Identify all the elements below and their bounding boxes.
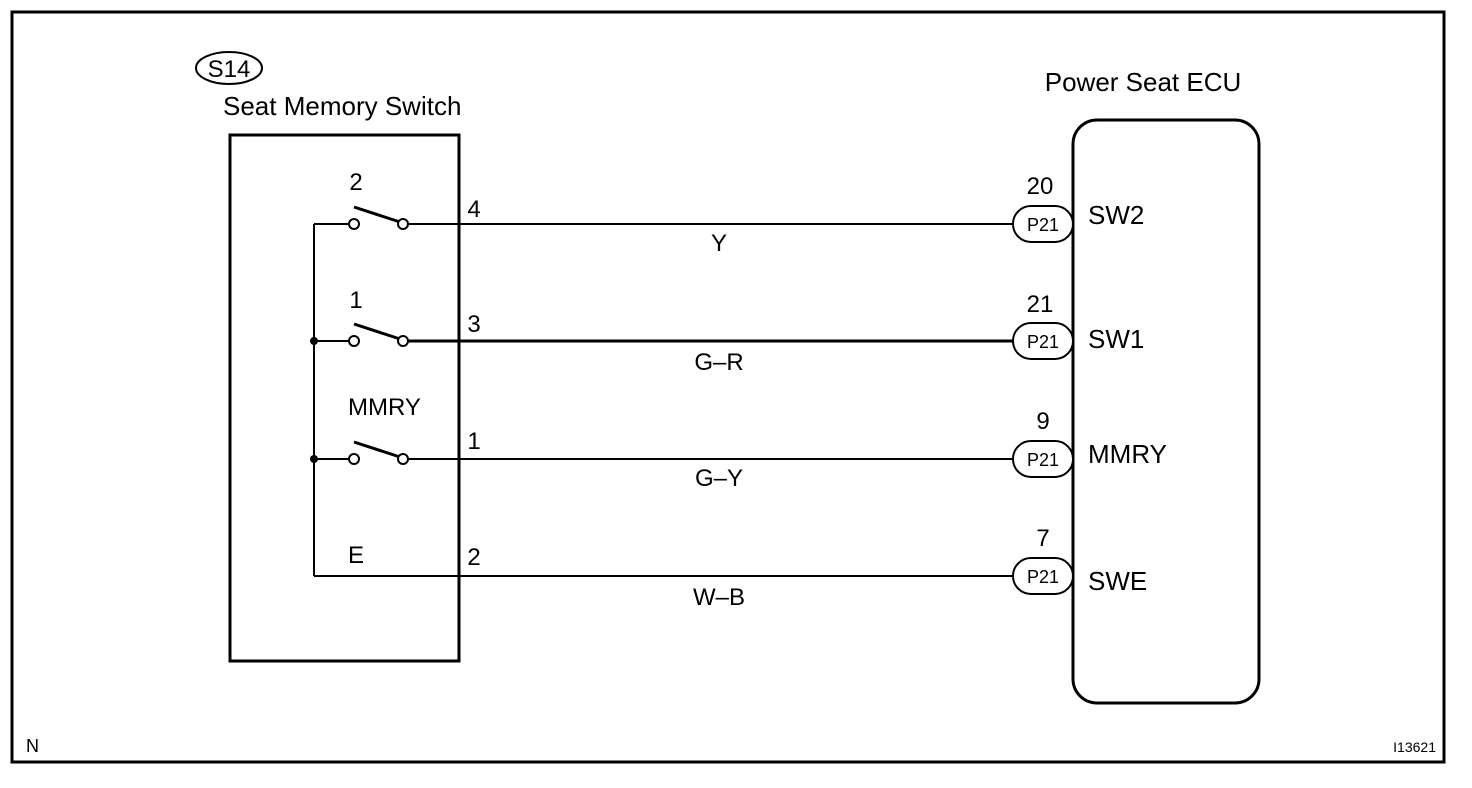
wire-color-label: W–B xyxy=(693,584,745,611)
ecu-pin-number: 9 xyxy=(1036,408,1049,435)
ecu-terminal-label: SW2 xyxy=(1088,200,1144,230)
switch-contact xyxy=(348,218,360,230)
switch-contact xyxy=(397,335,409,347)
connector-badge xyxy=(1012,557,1074,595)
ecu-component-box xyxy=(1071,118,1261,705)
footer-left-code: N xyxy=(26,736,39,756)
component-code: S14 xyxy=(208,56,251,83)
connector-badge xyxy=(1012,322,1074,360)
switch-label: E xyxy=(348,542,364,569)
wire-color-label: G–R xyxy=(694,349,743,376)
ecu-terminal-label: SW1 xyxy=(1088,324,1144,354)
switch-label: 2 xyxy=(349,169,362,196)
switch-component-title: Seat Memory Switch xyxy=(223,91,461,121)
ecu-component-title: Power Seat ECU xyxy=(1045,67,1242,97)
switch-blade xyxy=(353,205,401,224)
ecu-terminal-label: SWE xyxy=(1088,566,1147,596)
switch-contact xyxy=(348,335,360,347)
switch-label: MMRY xyxy=(348,394,421,421)
wire-color-label: G–Y xyxy=(695,465,743,492)
ecu-terminal-label: MMRY xyxy=(1088,439,1167,469)
connector-badge xyxy=(1012,440,1074,478)
ecu-pin-number: 20 xyxy=(1027,173,1054,200)
switch-component-box xyxy=(228,133,461,663)
connector-badge xyxy=(1012,205,1074,243)
component-code-badge xyxy=(195,51,263,85)
switch-contact xyxy=(397,218,409,230)
switch-label: 1 xyxy=(349,287,362,314)
wire-color-label: Y xyxy=(711,230,727,257)
connector-code: P21 xyxy=(1027,567,1059,587)
circuit-sw1: 1 3 G–R 21 P21 SW1 xyxy=(314,287,1144,376)
connector-code: P21 xyxy=(1027,450,1059,470)
switch-contact xyxy=(397,453,409,465)
figure-id: I13621 xyxy=(1393,739,1436,755)
switch-blade xyxy=(353,322,401,341)
switch-pin-number: 4 xyxy=(467,196,480,223)
switch-pin-number: 1 xyxy=(467,428,480,455)
switch-pin-number: 2 xyxy=(467,544,480,571)
circuit-swe: E 2 W–B 7 P21 SWE xyxy=(314,525,1147,611)
ecu-pin-number: 21 xyxy=(1027,291,1054,318)
circuit-mmry: MMRY 1 G–Y 9 P21 MMRY xyxy=(314,394,1167,492)
ecu-pin-number: 7 xyxy=(1036,525,1049,552)
connector-code: P21 xyxy=(1027,215,1059,235)
switch-blade xyxy=(353,440,401,459)
connector-code: P21 xyxy=(1027,332,1059,352)
circuit-sw2: 2 4 Y 20 P21 SW2 xyxy=(314,169,1144,257)
diagram-frame xyxy=(10,10,1446,764)
switch-contact xyxy=(348,453,360,465)
switch-pin-number: 3 xyxy=(467,311,480,338)
